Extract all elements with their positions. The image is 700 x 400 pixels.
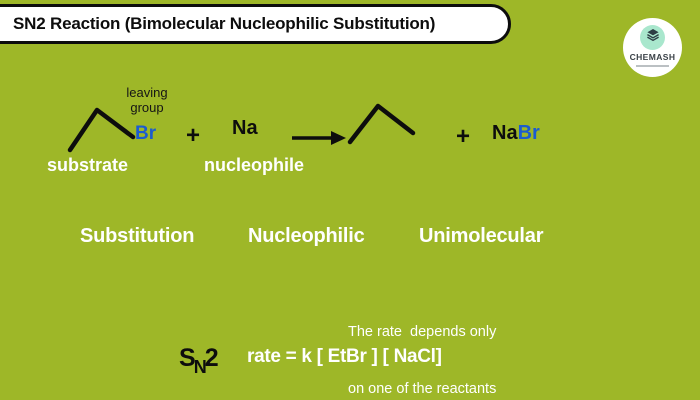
acronym-word-substitution: Substitution	[80, 225, 195, 247]
page-title: SN2 Reaction (Bimolecular Nucleophilic S…	[13, 14, 436, 33]
logo-wordmark: CHEMASH	[629, 52, 676, 62]
sn2-symbol-s: S	[179, 344, 196, 372]
substrate-label: substrate	[47, 155, 129, 175]
nucleophile-formula: Na	[232, 117, 258, 139]
byproduct-cation: Na	[492, 122, 518, 144]
logo-tagline-line	[636, 65, 669, 67]
byproduct-salt-formula: NaBr	[492, 122, 540, 145]
nucleophile-label: nucleophile	[204, 155, 305, 175]
substrate-skeletal-structure	[67, 107, 136, 153]
rate-note-line1: The rate depends only	[348, 324, 497, 340]
leaving-group-label-line1: leaving	[126, 85, 168, 100]
leaving-group-label: leaving group	[111, 85, 183, 115]
byproduct-anion: Br	[517, 122, 540, 144]
rate-equation: rate = k [ EtBr ] [ NaCl]	[247, 346, 442, 367]
title-banner: SN2 Reaction (Bimolecular Nucleophilic S…	[0, 4, 511, 44]
sn2-symbol-subscript-n: N	[193, 357, 207, 377]
brand-logo: CHEMASH	[623, 18, 682, 77]
plus-sign-right: +	[456, 123, 471, 150]
acronym-word-unimolecular: Unimolecular	[419, 225, 544, 247]
sn2-symbol-order: 2	[204, 344, 219, 372]
bromine-atom-label: Br	[135, 123, 157, 144]
plus-sign-left: +	[186, 122, 201, 149]
acronym-word-nucleophilic: Nucleophilic	[248, 225, 365, 247]
layers-icon	[646, 28, 660, 47]
rate-note-line2: on one of the reactants	[348, 381, 497, 397]
sn2-symbol: SN2	[179, 344, 219, 377]
leaving-group-label-line2: group	[130, 100, 164, 115]
reaction-arrow-icon	[292, 131, 346, 145]
product-skeletal-structure	[347, 103, 416, 145]
rate-note: The rate depends only on one of the reac…	[348, 285, 496, 400]
logo-badge	[640, 25, 665, 50]
